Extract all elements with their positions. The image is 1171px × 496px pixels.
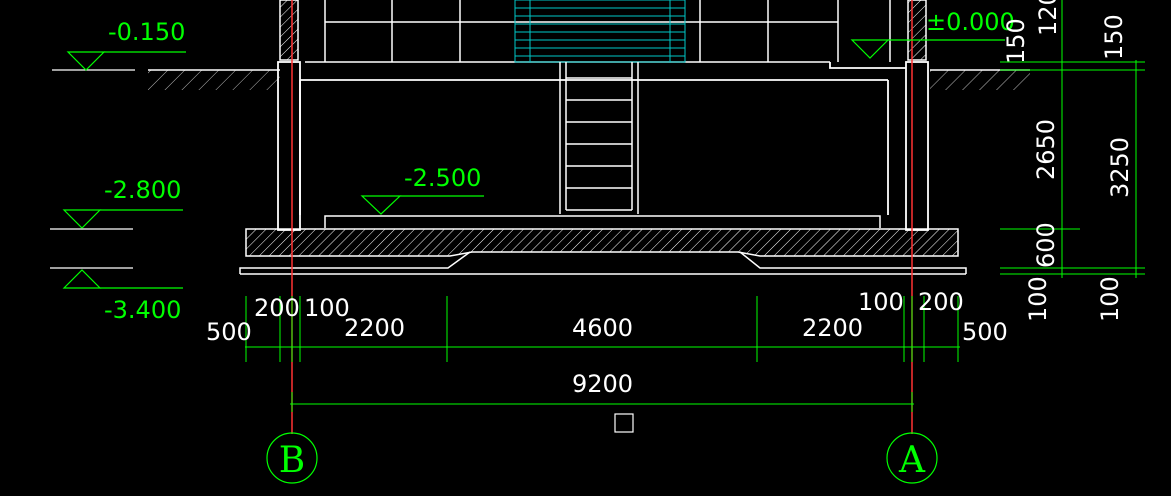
elevation-pit-label: -2.500 (404, 164, 481, 192)
dim-overall-9200: 9200 (572, 370, 633, 398)
circle-axis-icon (886, 432, 938, 484)
dim-right-600: 600 (1032, 222, 1060, 268)
dim-right-inner-150: 150 (1002, 18, 1030, 64)
elevation-markers (50, 39, 1005, 289)
dim-right-2200: 2200 (802, 314, 863, 342)
dim-right-100: 100 (858, 288, 904, 316)
axis-label-a: A (898, 440, 926, 481)
dim-right-outer-150: 150 (1100, 14, 1128, 60)
dim-left-100: 100 (304, 294, 350, 322)
foundation-slab (239, 228, 967, 275)
axis-label-b: B (279, 440, 305, 481)
triangle-level-icon (850, 39, 1005, 59)
dim-left-500: 500 (206, 318, 252, 346)
dim-right-3250: 3250 (1106, 137, 1134, 198)
glazing-panel (514, 0, 686, 63)
dim-right-2650: 2650 (1032, 119, 1060, 180)
basement-walls (277, 61, 929, 231)
elevation-water-label: -2.800 (104, 176, 181, 204)
dim-left-2200: 2200 (344, 314, 405, 342)
dim-right-1200: 1200 (1034, 0, 1062, 36)
dim-left-200: 200 (254, 294, 300, 322)
pit-floor (324, 215, 881, 228)
bottom-dimension-lines (245, 296, 960, 412)
dim-right-outer-100: 100 (1096, 276, 1124, 322)
triangle-level-icon (52, 51, 186, 71)
dim-center-4600: 4600 (572, 314, 633, 342)
dim-right-200: 200 (918, 288, 964, 316)
elevation-floor-label: ±0.000 (926, 8, 1015, 36)
dim-right-500: 500 (962, 318, 1008, 346)
elevation-ground-label: -0.150 (108, 18, 185, 46)
triangle-level-icon (50, 209, 183, 230)
axis-bubbles (266, 413, 938, 484)
elevation-foundation-label: -3.400 (104, 296, 181, 324)
square-marker (614, 413, 634, 433)
triangle-level-icon (50, 267, 183, 289)
right-dimension-lines (1000, 0, 1145, 278)
triangle-level-icon (360, 195, 484, 215)
upper-structure (279, 0, 927, 63)
ladder (559, 62, 639, 214)
circle-axis-icon (266, 432, 318, 484)
dim-right-inner-100: 100 (1024, 276, 1052, 322)
axis-lines (291, 0, 913, 434)
